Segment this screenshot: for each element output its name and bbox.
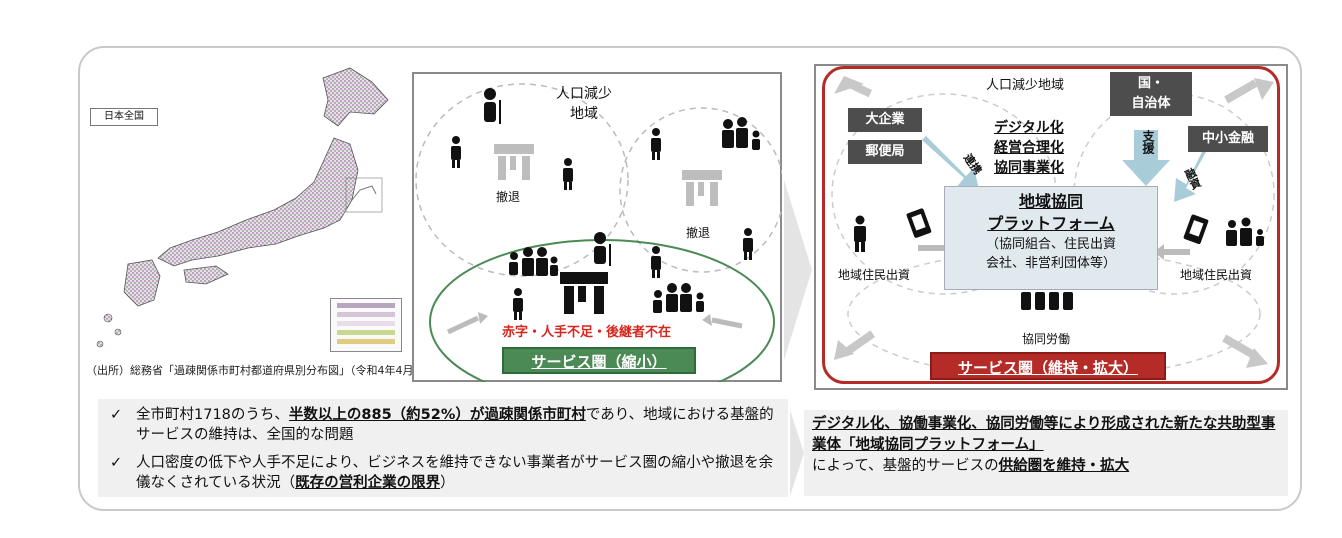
shrinking-panel [412, 72, 782, 382]
sme-finance-box: 中小金融 [1188, 126, 1268, 152]
large-company-box: 大企業 [848, 108, 922, 132]
retreat-label: 撤退 [496, 190, 521, 204]
government-box: 国・ 自治体 [1110, 72, 1192, 116]
resident-investment-left: 地域住民出資 [838, 268, 911, 282]
problem-text: 赤字・人手不足・後継者不在 [502, 325, 672, 340]
shrinking-diagram [415, 83, 782, 382]
support-label: 支援 [1141, 130, 1155, 154]
chevron-right-icon [784, 180, 812, 360]
map-legend [330, 298, 402, 352]
outer-frame [78, 46, 1302, 511]
japan-map [96, 67, 389, 348]
resident-investment-right: 地域住民出資 [1180, 268, 1253, 282]
platform-activities: デジタル化 経営合理化 協同事業化 [994, 120, 1064, 176]
retreat-label: 撤退 [686, 226, 711, 240]
service-area-expand-banner: サービス圏（維持・拡大） [930, 352, 1166, 380]
collaborative-labor-label: 協同労働 [1022, 332, 1071, 346]
right-area-label: 人口減少地域 [986, 78, 1065, 93]
check-icon: ✓ [110, 455, 123, 471]
problem-summary: ✓ 全市町村1718のうち、半数以上の885（約52%）が過疎関係市町村であり、… [98, 399, 788, 497]
service-area-frame [822, 66, 1280, 384]
map-label: 日本全国 [90, 108, 158, 126]
solution-summary: デジタル化、協働事業化、協同労働等により形成された新たな共助型事業体「地域協同プ… [804, 410, 1288, 496]
service-area-shrink-banner: サービス圏（縮小） [502, 347, 696, 374]
mid-area-label: 人口減少 地域 [556, 86, 612, 122]
chevron-right-icon [790, 410, 804, 496]
regional-platform-box: 地域協同 プラットフォーム （協同組合、住民出資 会社、非営利団体等） [944, 186, 1158, 290]
check-icon: ✓ [110, 407, 123, 423]
post-office-box: 郵便局 [848, 140, 922, 164]
map-source: （出所）総務省「過疎関係市町村都道府県別分布図」（令和4年4月） [86, 364, 425, 377]
